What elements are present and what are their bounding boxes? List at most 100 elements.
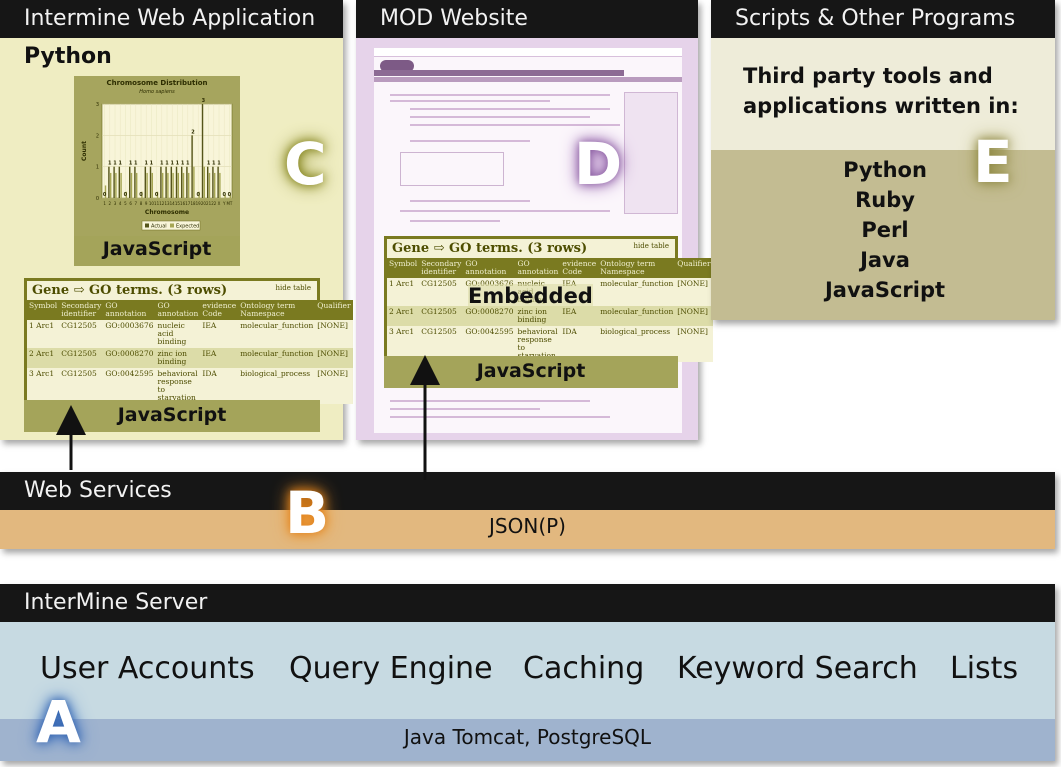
chart-xtick-label: 7 <box>135 201 138 206</box>
column-header[interactable]: Qualifier <box>315 300 353 320</box>
chart-xtick-label: X <box>218 201 221 206</box>
chart-data-label: 1 <box>144 161 148 167</box>
chart-bar-expected <box>156 191 159 198</box>
server-stack-label: Java Tomcat, PostgreSQL <box>403 725 652 749</box>
chart-data-label: 1 <box>217 161 221 167</box>
column-header[interactable]: GO annotation <box>515 258 561 278</box>
mockup-line <box>410 108 610 110</box>
chart-xtick-label: 4 <box>119 201 122 206</box>
chart-data-label: 0 <box>222 192 226 198</box>
column-header[interactable]: evidence Code <box>560 258 599 278</box>
chart-bar-actual <box>217 166 219 198</box>
component-lists: Lists <box>950 651 1019 686</box>
mockup-line <box>410 220 500 222</box>
table-cell: nucleic acid binding <box>155 320 201 348</box>
go-table-c-hide-link[interactable]: hide table <box>275 284 311 292</box>
chart-ylabel: Count <box>81 141 88 161</box>
chart-bar-actual <box>191 135 193 198</box>
mockup-line <box>410 140 530 142</box>
chart-bar-expected <box>162 172 164 198</box>
chart-xtick-label: 13 <box>164 201 170 206</box>
table-cell: 3 Arc1 <box>27 368 60 404</box>
chart-bar-expected <box>214 172 216 198</box>
chart-title: Chromosome Distribution <box>106 79 207 87</box>
chart-data-label: 1 <box>160 161 164 167</box>
chart-xtick-label: 17 <box>185 201 191 206</box>
column-header[interactable]: Ontology term Namespace <box>238 300 316 320</box>
table-cell: GO:0042595 <box>103 368 156 404</box>
chart-bar-expected <box>198 191 200 198</box>
mockup-sidebar <box>624 92 678 214</box>
mockup-line <box>400 210 610 212</box>
chart-bar-expected <box>141 191 143 198</box>
chart-bar-actual <box>144 166 146 198</box>
chart-bar-expected <box>182 172 185 198</box>
chart-bar-expected <box>188 172 190 198</box>
table-cell: CG12505 <box>59 320 104 348</box>
language-python: Python <box>843 158 927 182</box>
column-header[interactable]: Secondary identifier <box>59 300 104 320</box>
chart-legend-expected: Expected <box>176 224 199 230</box>
table-cell: GO:0008270 <box>463 306 516 326</box>
chart-data-label: 1 <box>181 161 185 167</box>
go-table-d-hide-link[interactable]: hide table <box>633 242 669 250</box>
table-cell: behavioral response to starvation <box>155 368 201 404</box>
column-header[interactable]: Qualifier <box>675 258 713 278</box>
chart-data-label: 1 <box>165 161 169 167</box>
chart-bar-expected <box>146 172 148 198</box>
table-cell: IEA <box>560 306 599 326</box>
column-header[interactable]: Symbol <box>387 258 420 278</box>
column-header[interactable]: GO annotation <box>155 300 201 320</box>
chart-bar-actual <box>165 166 167 198</box>
chart-legend-actual: Actual <box>151 224 167 230</box>
panel-d-letter: D <box>574 130 623 198</box>
column-header[interactable]: GO annotation <box>463 258 516 278</box>
table-cell: [NONE] <box>675 326 713 362</box>
chart-bar-actual <box>170 166 172 198</box>
panel-e-intro-line2: applications written in: <box>743 94 1019 118</box>
table-cell: [NONE] <box>315 320 353 348</box>
table-cell: CG12505 <box>419 306 464 326</box>
chart-ytick-label: 3 <box>96 102 99 108</box>
chart-bar-expected <box>172 172 174 198</box>
web-services-header: Web Services <box>0 472 1055 510</box>
column-header[interactable]: Ontology term Namespace <box>598 258 676 278</box>
column-header[interactable]: GO annotation <box>103 300 156 320</box>
chart-ytick-label: 1 <box>96 165 99 171</box>
column-header[interactable]: Secondary identifier <box>419 258 464 278</box>
mockup-logo <box>380 60 414 72</box>
chart-data-label: 1 <box>113 161 117 167</box>
chart-js-band <box>74 236 240 266</box>
server-header: InterMine Server <box>0 584 1055 622</box>
chart-xtick-label: 19 <box>196 201 202 206</box>
mockup-table <box>400 152 504 186</box>
column-header[interactable]: Symbol <box>27 300 60 320</box>
chart-bar-expected <box>130 172 133 198</box>
table-cell: [NONE] <box>315 368 353 404</box>
server-stack-band <box>0 719 1055 761</box>
chart-data-label: 0 <box>155 192 159 198</box>
mockup-subnav <box>374 77 682 82</box>
chart-xtick-label: 3 <box>114 201 117 206</box>
mockup-line <box>410 124 620 126</box>
column-header[interactable]: evidence Code <box>200 300 239 320</box>
table-cell: biological_process <box>238 368 316 404</box>
chart-xtick-label: 18 <box>190 201 196 206</box>
chart-data-label: 1 <box>118 161 122 167</box>
table-cell: 2 Arc1 <box>27 348 60 368</box>
mockup-content <box>378 92 618 220</box>
panel-e-intro-line1: Third party tools and <box>743 64 993 88</box>
chart-bar-actual <box>134 166 136 198</box>
chart-bar-expected <box>229 194 231 198</box>
chart-bar-expected <box>125 191 127 198</box>
panel-d-header: MOD Website <box>356 0 698 38</box>
table-cell: 1 Arc1 <box>387 278 420 306</box>
chart-xtick-label: 9 <box>145 201 148 206</box>
panel-c-letter: C <box>284 130 327 198</box>
go-table-c-title: Gene ⇨ GO terms. (3 rows) <box>32 283 228 298</box>
